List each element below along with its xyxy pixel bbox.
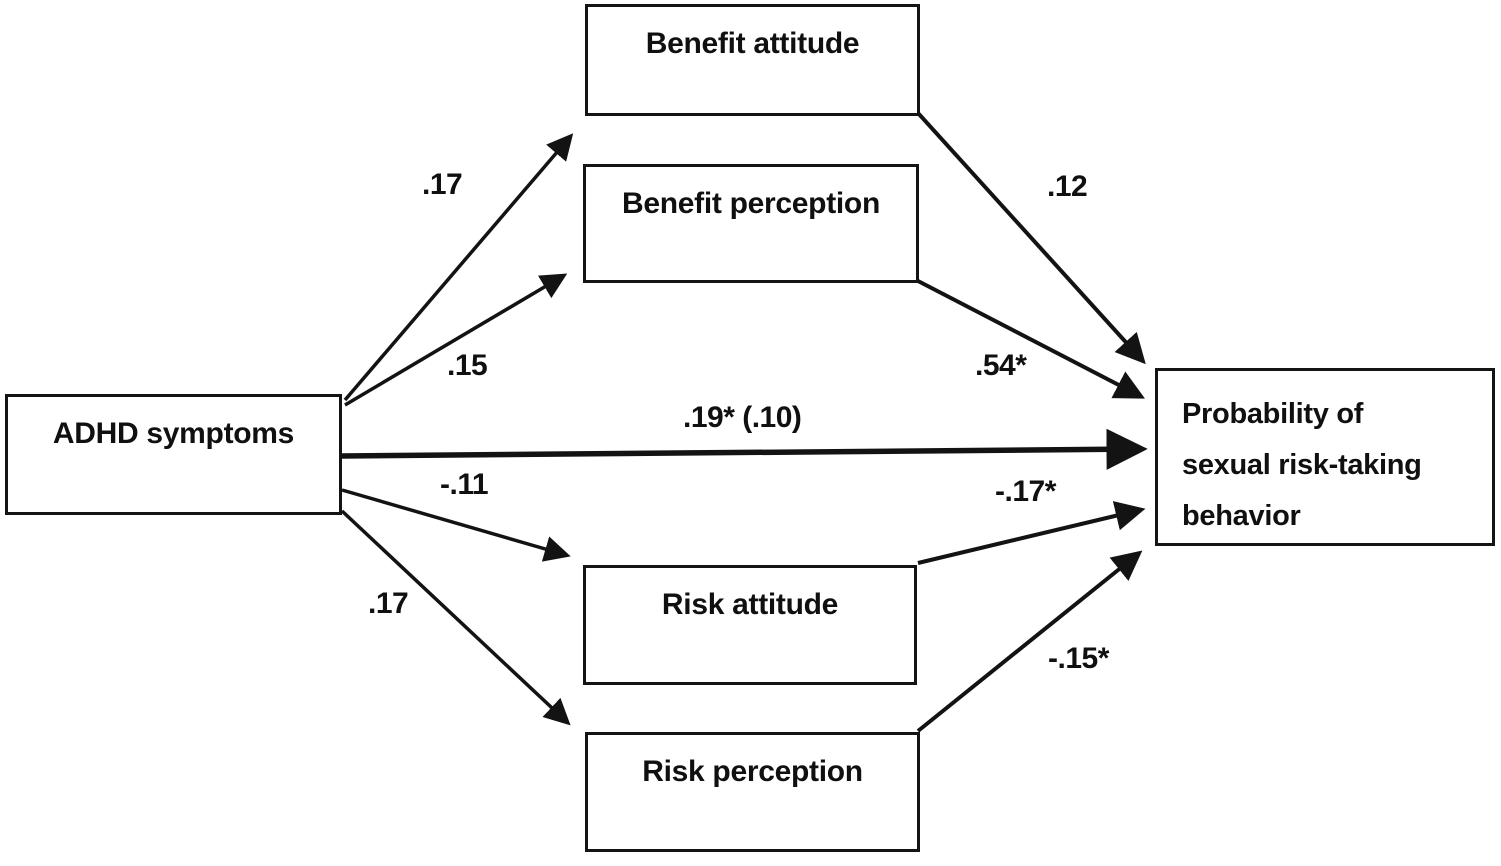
path-adhd-to-outcome-direct bbox=[341, 428, 1148, 470]
coef-adhd-benefit-attitude: .17 bbox=[422, 168, 463, 201]
coef-adhd-risk-attitude: -.11 bbox=[440, 468, 489, 501]
coef-adhd-risk-perception: .17 bbox=[368, 587, 409, 620]
node-risk-perception: Risk perception bbox=[585, 732, 920, 852]
node-benefit-attitude-label: Benefit attitude bbox=[645, 27, 860, 60]
node-outcome-line3: behavior bbox=[1182, 499, 1301, 532]
node-risk-perception-label: Risk perception bbox=[642, 755, 863, 788]
coef-adhd-benefit-perception: .15 bbox=[447, 349, 488, 382]
node-adhd-symptoms: ADHD symptoms bbox=[5, 394, 342, 515]
path-adhd-to-benefit-attitude bbox=[343, 133, 574, 402]
node-outcome-line1: Probability of bbox=[1182, 398, 1364, 430]
path-risk-attitude-to-outcome bbox=[917, 501, 1146, 565]
coef-benefit-perception-outcome: .54* bbox=[975, 349, 1027, 382]
path-adhd-to-risk-attitude bbox=[341, 488, 571, 562]
node-adhd-symptoms-label: ADHD symptoms bbox=[52, 417, 295, 450]
path-adhd-to-benefit-perception bbox=[344, 273, 568, 407]
node-risk-attitude: Risk attitude bbox=[583, 565, 917, 685]
node-benefit-attitude: Benefit attitude bbox=[585, 4, 920, 116]
node-benefit-perception: Benefit perception bbox=[583, 164, 919, 283]
path-risk-perception-to-outcome bbox=[916, 550, 1143, 733]
coef-risk-perception-outcome: -.15* bbox=[1048, 642, 1109, 675]
path-adhd-to-risk-perception bbox=[340, 509, 571, 726]
coef-adhd-outcome-direct: .19* (.10) bbox=[683, 401, 802, 434]
node-benefit-perception-label: Benefit perception bbox=[622, 187, 880, 220]
path-benefit-attitude-to-outcome bbox=[916, 111, 1146, 365]
node-risk-attitude-label: Risk attitude bbox=[661, 588, 839, 621]
node-outcome: Probability of sexual risk-taking behavi… bbox=[1155, 368, 1495, 546]
coef-benefit-attitude-outcome: .12 bbox=[1047, 170, 1088, 203]
path-benefit-perception-to-outcome bbox=[917, 279, 1145, 399]
coef-risk-attitude-outcome: -.17* bbox=[995, 475, 1056, 508]
node-outcome-line2: sexual risk-taking bbox=[1182, 448, 1422, 481]
